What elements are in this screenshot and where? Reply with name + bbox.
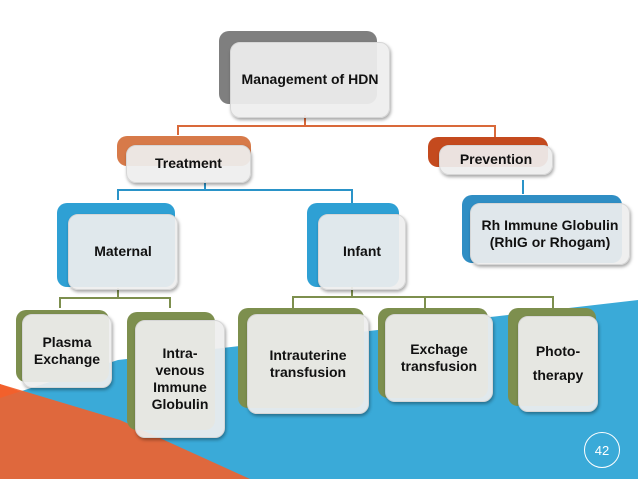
intrauterine-label: Intrauterine transfusion [247,314,369,414]
rh-globulin-label: Rh Immune Globulin (RhIG or Rhogam) [470,203,630,265]
orange-corner-overlay [0,384,250,479]
connector-maternal-branch [59,297,171,308]
prevention-label: Prevention [439,145,553,175]
connector-treatment-branch [117,189,353,205]
plasma-exchange-label: Plasma Exchange [22,314,112,388]
phototherapy-label: Photo- therapy [518,316,598,412]
connector-infant-branch [292,296,554,308]
ivig-label: Intra- venous Immune Globulin [135,320,225,438]
exchange-label: Exchage transfusion [385,314,493,402]
connector-root-branch [177,125,496,137]
treatment-label: Treatment [126,145,251,183]
infant-label: Infant [318,214,406,290]
root-label: Management of HDN [230,42,390,118]
slide-number: 42 [584,432,620,468]
maternal-label: Maternal [68,214,178,290]
